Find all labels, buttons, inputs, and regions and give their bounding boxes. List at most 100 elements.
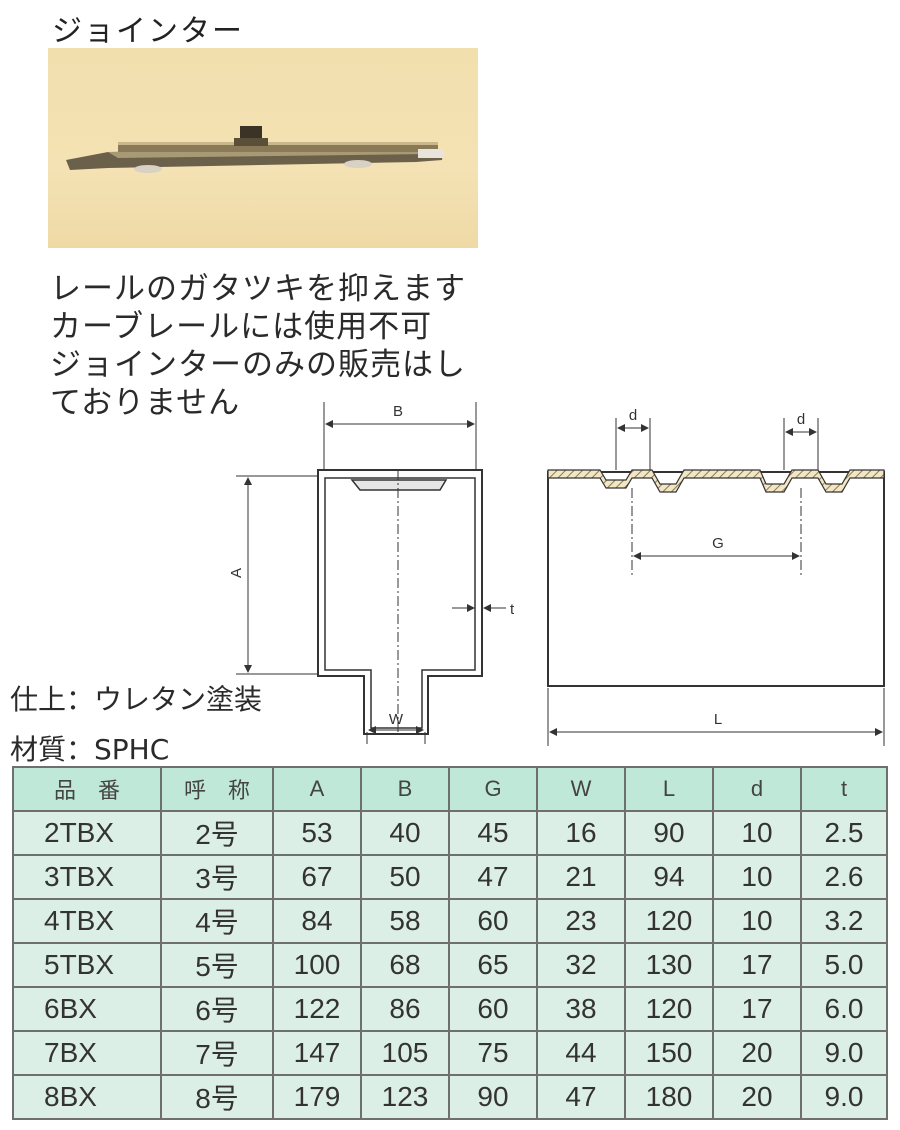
table-row: 6BX 6号 122 86 60 38 120 17 6.0: [12, 986, 888, 1032]
header-l: L: [624, 766, 714, 812]
dimension-label-w: W: [389, 711, 404, 728]
cell-part-number: 6BX: [12, 986, 162, 1032]
header-t: t: [800, 766, 888, 812]
cell-part-number: 2TBX: [12, 810, 162, 856]
header-a: A: [272, 766, 362, 812]
header-w: W: [536, 766, 626, 812]
cell-d: 10: [712, 854, 802, 900]
cell-part-number: 3TBX: [12, 854, 162, 900]
header-g: G: [448, 766, 538, 812]
cross-section-view: B A t W: [228, 402, 515, 744]
dimension-label-g: G: [712, 535, 724, 552]
cell-t: 5.0: [800, 942, 888, 988]
dimension-label-t: t: [510, 601, 515, 618]
table-header-row: 品 番 呼 称 A B G W L d t: [12, 766, 888, 812]
header-d: d: [712, 766, 802, 812]
table-row: 4TBX 4号 84 58 60 23 120 10 3.2: [12, 898, 888, 944]
table-row: 3TBX 3号 67 50 47 21 94 10 2.6: [12, 854, 888, 900]
product-photo: [48, 48, 478, 248]
dimension-label-l: L: [714, 711, 722, 728]
cell-g: 47: [448, 854, 538, 900]
cell-t: 2.6: [800, 854, 888, 900]
cell-d: 17: [712, 942, 802, 988]
description-line: レールのガタツキを抑えます: [50, 271, 466, 307]
cell-b: 105: [360, 1030, 450, 1076]
dimension-label-a: A: [228, 568, 245, 578]
cell-a: 122: [272, 986, 362, 1032]
cell-d: 20: [712, 1030, 802, 1076]
cell-l: 130: [624, 942, 714, 988]
cell-part-number: 5TBX: [12, 942, 162, 988]
cell-w: 32: [536, 942, 626, 988]
cell-a: 67: [272, 854, 362, 900]
cell-g: 75: [448, 1030, 538, 1076]
table-row: 7BX 7号 147 105 75 44 150 20 9.0: [12, 1030, 888, 1076]
cell-t: 9.0: [800, 1030, 888, 1076]
cell-d: 17: [712, 986, 802, 1032]
cell-b: 86: [360, 986, 450, 1032]
cell-g: 60: [448, 898, 538, 944]
cell-b: 123: [360, 1074, 450, 1120]
page-title: ジョインター: [52, 14, 244, 49]
finish-spec: 仕上：ウレタン塗装: [10, 683, 263, 716]
cell-a: 147: [272, 1030, 362, 1076]
cell-designation: 2号: [160, 810, 274, 856]
cell-l: 180: [624, 1074, 714, 1120]
cell-designation: 4号: [160, 898, 274, 944]
cell-a: 84: [272, 898, 362, 944]
cell-w: 23: [536, 898, 626, 944]
header-b: B: [360, 766, 450, 812]
material-spec: 材質：SPHC: [10, 733, 170, 766]
cell-b: 40: [360, 810, 450, 856]
cell-d: 10: [712, 810, 802, 856]
cell-b: 68: [360, 942, 450, 988]
cell-d: 20: [712, 1074, 802, 1120]
header-part-number: 品 番: [12, 766, 162, 812]
cell-a: 100: [272, 942, 362, 988]
technical-drawing: B A t W d d G: [228, 402, 885, 746]
cell-t: 2.5: [800, 810, 888, 856]
cell-part-number: 7BX: [12, 1030, 162, 1076]
specification-table: 品 番 呼 称 A B G W L d t 2TBX 2号 53 40 45 1…: [12, 766, 888, 1120]
cell-a: 179: [272, 1074, 362, 1120]
cell-part-number: 8BX: [12, 1074, 162, 1120]
cell-l: 120: [624, 986, 714, 1032]
header-designation: 呼 称: [160, 766, 274, 812]
cell-designation: 5号: [160, 942, 274, 988]
description-line: ジョインターのみの販売はし: [50, 347, 466, 383]
cell-w: 16: [536, 810, 626, 856]
cell-b: 58: [360, 898, 450, 944]
cell-part-number: 4TBX: [12, 898, 162, 944]
cell-w: 38: [536, 986, 626, 1032]
table-row: 2TBX 2号 53 40 45 16 90 10 2.5: [12, 810, 888, 856]
table-row: 5TBX 5号 100 68 65 32 130 17 5.0: [12, 942, 888, 988]
cell-b: 50: [360, 854, 450, 900]
cell-l: 90: [624, 810, 714, 856]
cell-designation: 6号: [160, 986, 274, 1032]
cell-g: 65: [448, 942, 538, 988]
description-line: ておりません: [50, 385, 241, 421]
dimension-label-b: B: [393, 403, 403, 420]
cell-designation: 3号: [160, 854, 274, 900]
cell-w: 47: [536, 1074, 626, 1120]
dimension-label-d-left: d: [629, 407, 637, 424]
side-view: d d G L: [547, 407, 885, 746]
jointer-photo-illustration: [66, 126, 444, 173]
cell-l: 94: [624, 854, 714, 900]
dimension-label-d-right: d: [797, 411, 805, 428]
cell-designation: 7号: [160, 1030, 274, 1076]
cell-g: 45: [448, 810, 538, 856]
cell-d: 10: [712, 898, 802, 944]
cell-a: 53: [272, 810, 362, 856]
cell-t: 3.2: [800, 898, 888, 944]
description-line: カーブレールには使用不可: [50, 309, 433, 345]
cell-w: 21: [536, 854, 626, 900]
cell-designation: 8号: [160, 1074, 274, 1120]
cell-g: 60: [448, 986, 538, 1032]
cell-l: 150: [624, 1030, 714, 1076]
description: レールのガタツキを抑えます カーブレールには使用不可 ジョインターのみの販売はし…: [50, 270, 466, 422]
cell-w: 44: [536, 1030, 626, 1076]
cell-g: 90: [448, 1074, 538, 1120]
cell-t: 6.0: [800, 986, 888, 1032]
cell-l: 120: [624, 898, 714, 944]
